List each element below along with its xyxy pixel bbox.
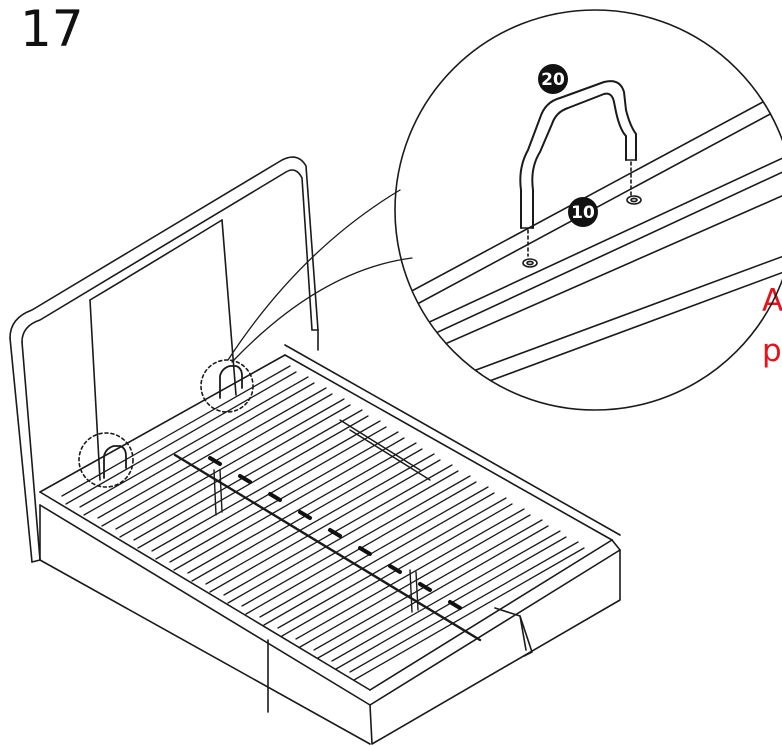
detail-marker-right — [200, 359, 254, 413]
gas-struts — [213, 419, 431, 613]
detail-marker-left — [78, 432, 134, 488]
bed-base — [39, 329, 621, 745]
slats — [61, 365, 585, 681]
callout-10: 10 — [568, 197, 598, 227]
step-number: 17 — [20, 0, 84, 58]
center-rail — [173, 453, 482, 642]
lift-handle — [494, 607, 533, 657]
zoom-leaders — [227, 189, 413, 363]
callout-20-label: 20 — [541, 70, 565, 90]
handle-left — [103, 445, 127, 479]
note-line-2: p — [762, 333, 782, 369]
headboard — [9, 156, 319, 563]
handle-right — [219, 365, 243, 399]
zoom-circle — [394, 9, 782, 411]
callout-20: 20 — [538, 64, 568, 94]
zoom-detail — [395, 80, 782, 410]
callout-10-label: 10 — [571, 203, 595, 223]
rail-clips — [208, 456, 462, 610]
